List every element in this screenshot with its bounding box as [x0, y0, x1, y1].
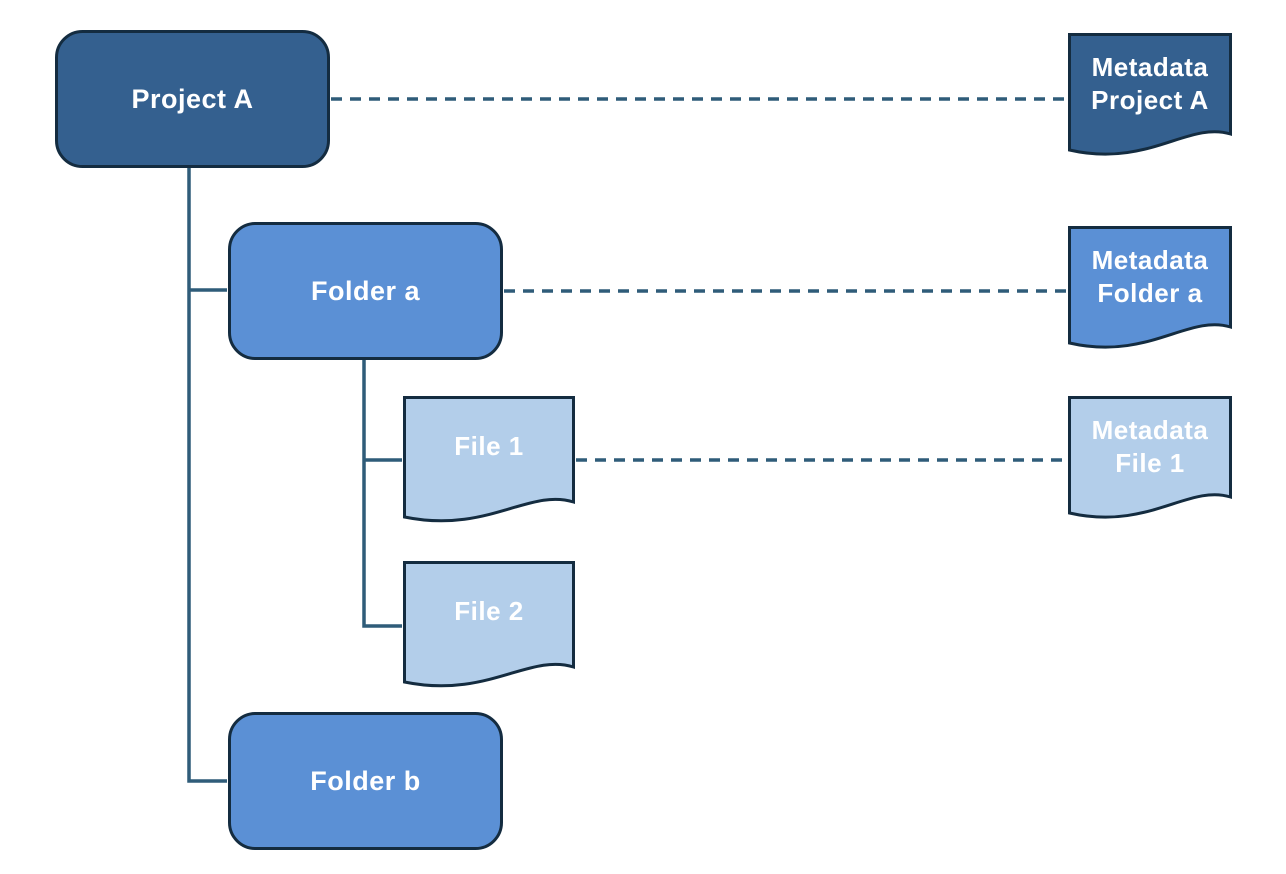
- folder-a-node: Folder a: [228, 222, 503, 360]
- project-a-node: Project A: [55, 30, 330, 168]
- metadata-project-a-node: Metadata Project A: [1068, 33, 1232, 167]
- file-2-document-shape: [403, 561, 575, 688]
- project-a-shape: [55, 30, 330, 168]
- metadata-folder-a-document-shape: [1068, 226, 1232, 349]
- file-1-node: File 1: [403, 396, 575, 530]
- file-2-node: File 2: [403, 561, 575, 695]
- tree-line-project-to-folder-b: [187, 168, 227, 783]
- tree-line-folder-a-to-file-2: [362, 360, 402, 628]
- metadata-project-a-document-shape: [1068, 33, 1232, 156]
- folder-a-shape: [228, 222, 503, 360]
- folder-b-node: Folder b: [228, 712, 503, 850]
- metadata-folder-a-node: Metadata Folder a: [1068, 226, 1232, 360]
- folder-b-shape: [228, 712, 503, 850]
- metadata-file-1-document-shape: [1068, 396, 1232, 519]
- file-1-document-shape: [403, 396, 575, 523]
- metadata-file-1-node: Metadata File 1: [1068, 396, 1232, 530]
